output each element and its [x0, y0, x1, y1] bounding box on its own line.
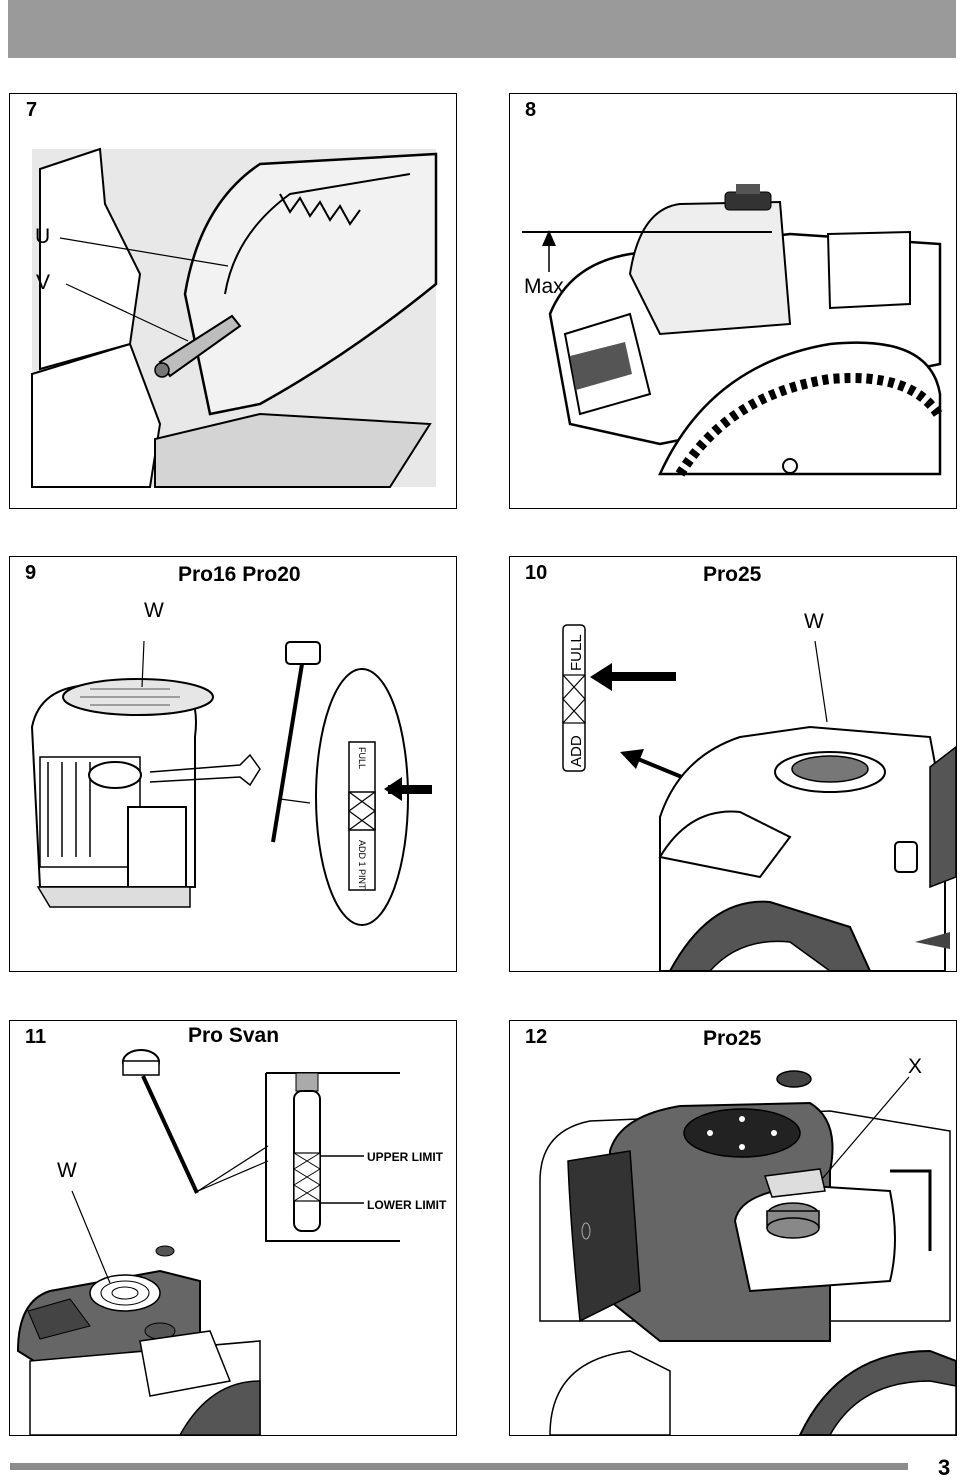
- callout-x: X: [908, 1055, 923, 1078]
- figure-panel-7: 7 U V: [9, 93, 457, 509]
- mower-seat-lever-illustration: [31, 147, 438, 488]
- lower-limit-label: LOWER LIMIT: [367, 1198, 447, 1212]
- panel-number: 10: [525, 562, 548, 584]
- panel-title: Pro25: [703, 563, 762, 586]
- header-bar: [8, 0, 956, 58]
- figure-panel-11: 11 Pro Svan UPPER LIMIT LOWER LIMIT W: [9, 1020, 457, 1436]
- panel-title: Pro25: [703, 1027, 762, 1050]
- panel-number: 12: [525, 1026, 548, 1048]
- dipstick-full-label: FULL: [357, 747, 367, 769]
- panel-number: 7: [26, 99, 38, 121]
- engine-fuel-cap-illustration: [539, 1070, 956, 1435]
- panel-number: 11: [25, 1026, 47, 1048]
- figure-panel-8: 8 Max: [509, 93, 957, 509]
- panel-title: Pro Svan: [188, 1024, 280, 1047]
- callout-w: W: [144, 599, 164, 622]
- engine-dipstick-illustration: FULL ADD 1 PINT: [30, 640, 432, 926]
- callout-w: W: [804, 610, 824, 633]
- fuel-tank-illustration: [522, 184, 943, 477]
- dipstick-add-label: ADD 1 PINT: [357, 840, 367, 890]
- engine-dipstick-illustration: FULL ADD: [562, 624, 956, 971]
- figure-panel-9: 9 Pro16 Pro20 FULL ADD 1 PINT W: [9, 556, 457, 972]
- dipstick-add-label: ADD: [568, 735, 585, 767]
- engine-dipstick-illustration: UPPER LIMIT LOWER LIMIT: [16, 1049, 447, 1435]
- callout-max: Max: [524, 275, 564, 298]
- figure-panel-12: 12 Pro25 X: [509, 1020, 957, 1436]
- page-number: 3: [938, 1455, 951, 1480]
- upper-limit-label: UPPER LIMIT: [367, 1150, 444, 1164]
- panel-title: Pro16 Pro20: [178, 563, 301, 586]
- callout-w: W: [57, 1159, 77, 1182]
- panel-number: 8: [525, 99, 537, 121]
- callout-v: V: [36, 271, 51, 294]
- footer-bar: [10, 1463, 908, 1470]
- dipstick-full-label: FULL: [568, 634, 585, 671]
- callout-u: U: [35, 225, 51, 248]
- panel-number: 9: [25, 562, 37, 584]
- figure-panel-10: 10 Pro25 FULL ADD W: [509, 556, 957, 972]
